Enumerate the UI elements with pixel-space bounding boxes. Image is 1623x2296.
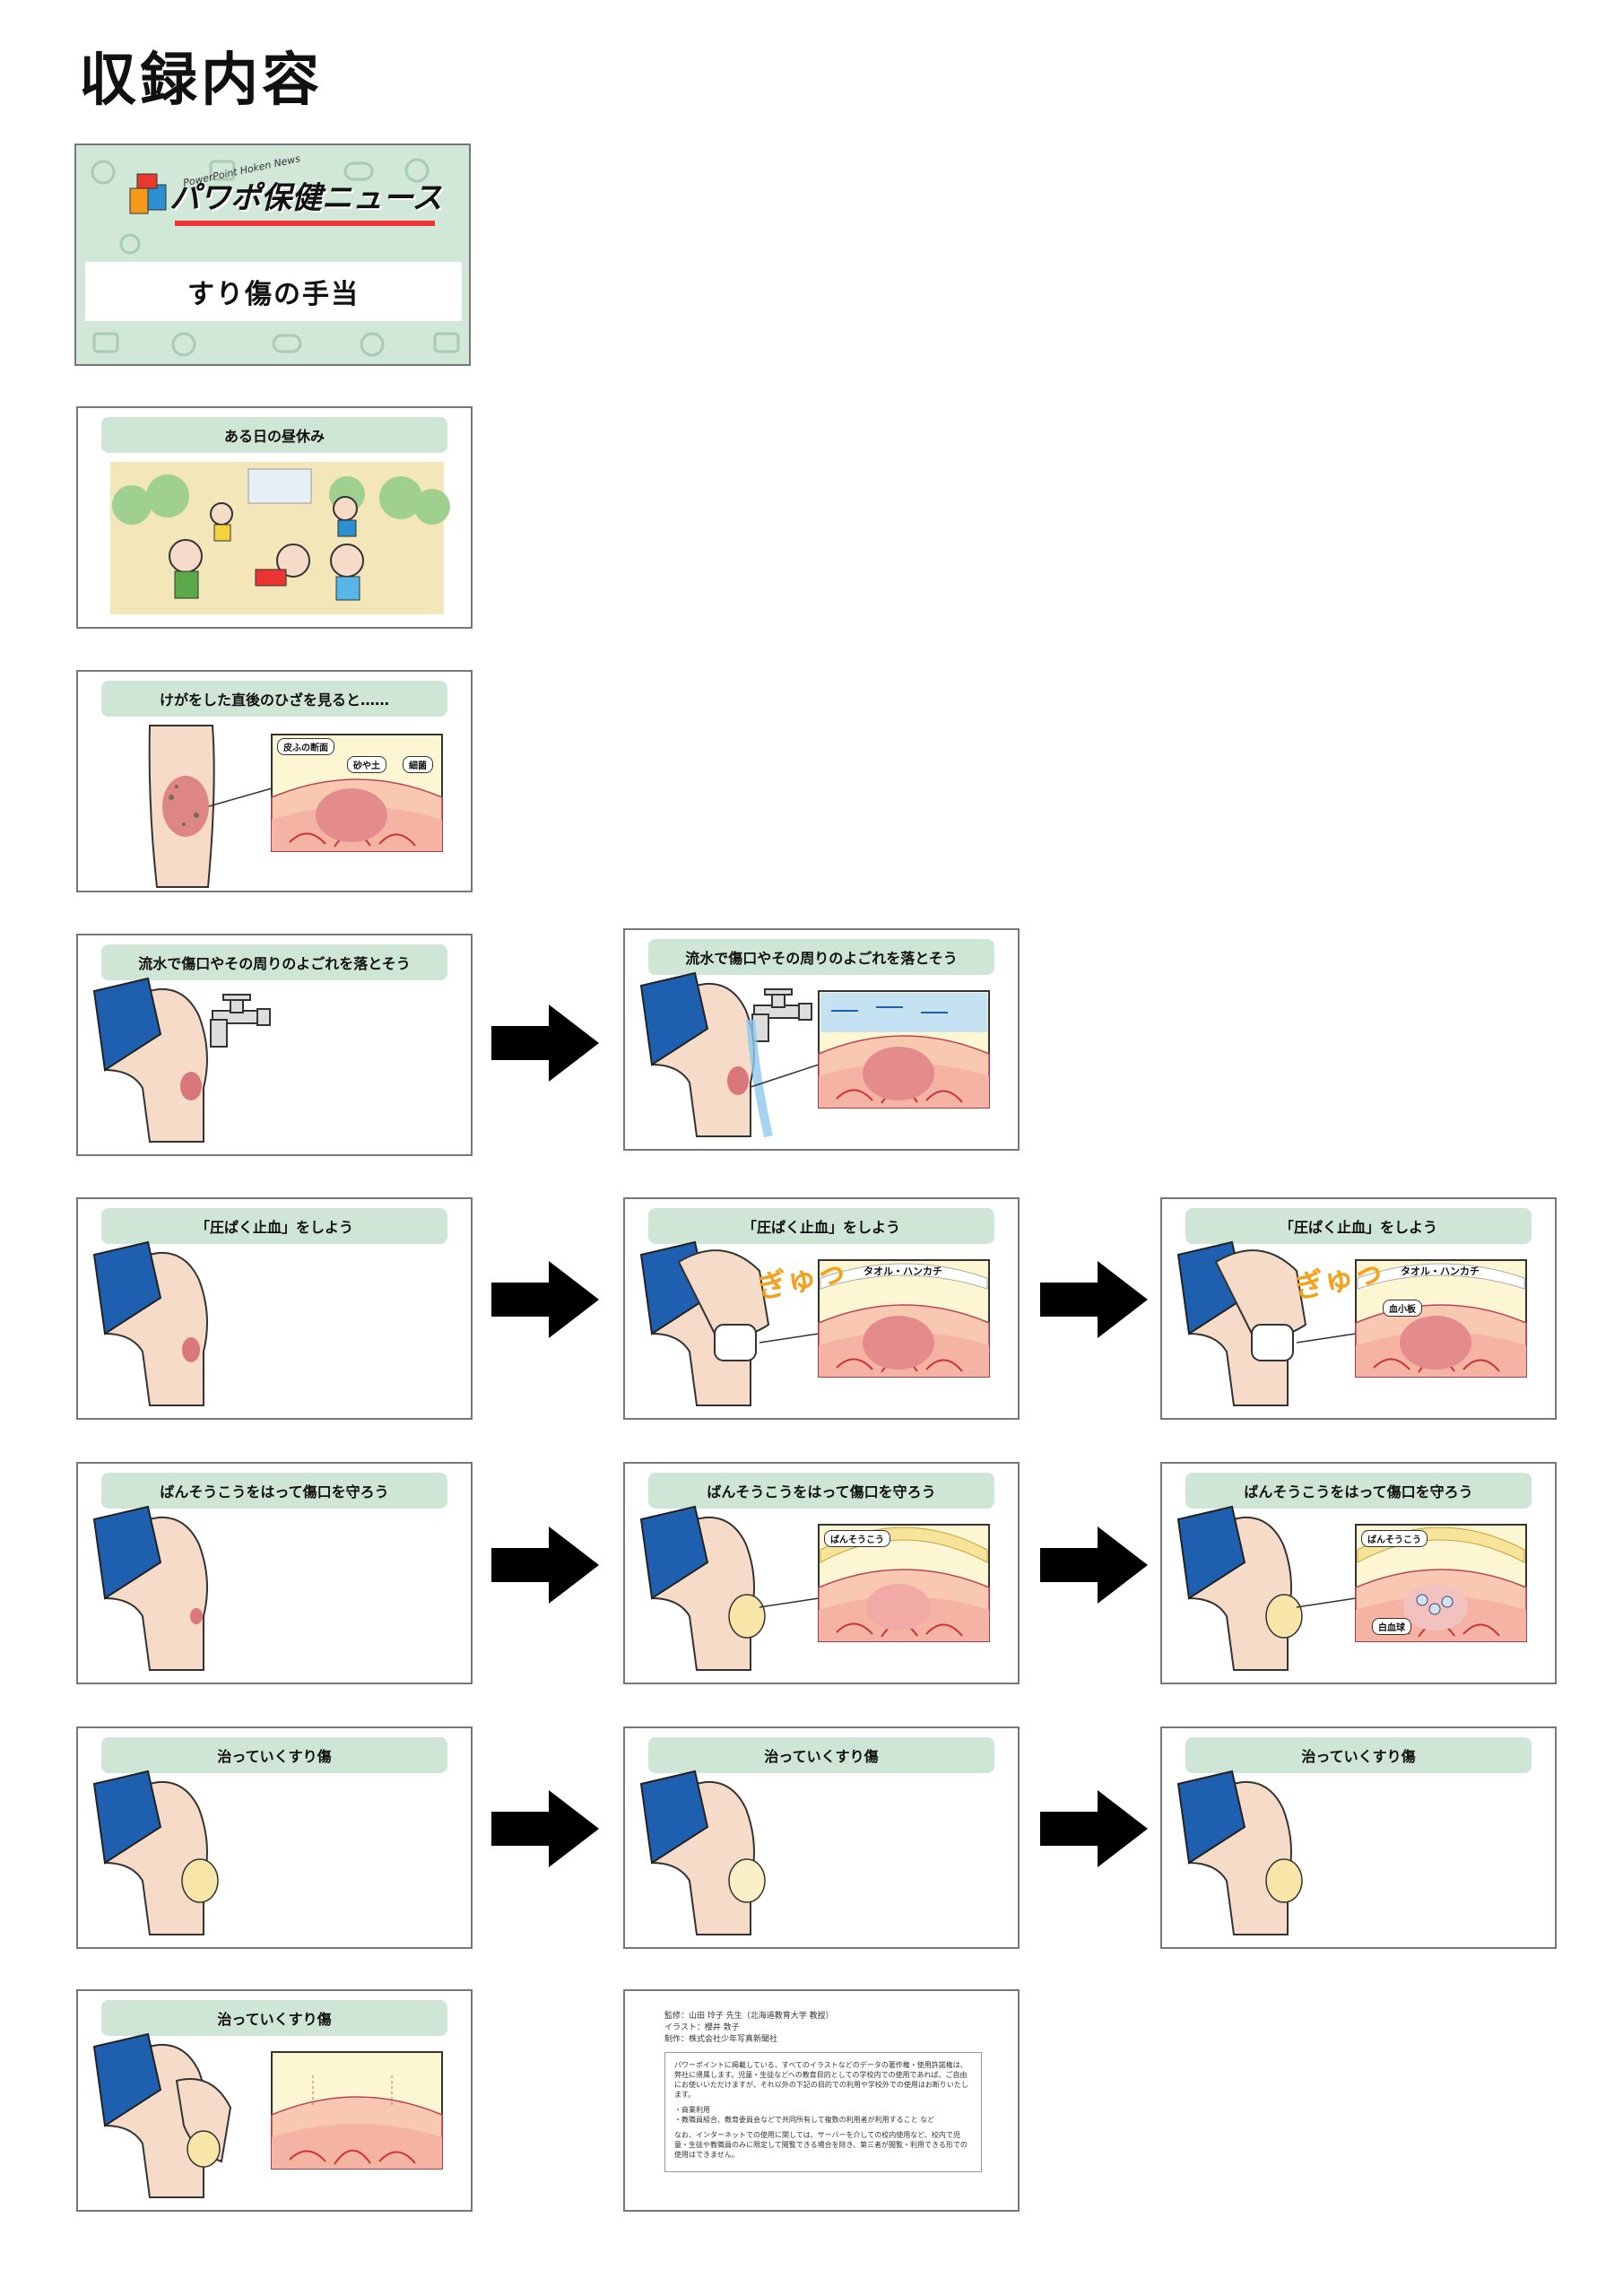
credits-slide[interactable]: 監修：山田 玲子 先生（北海道教育大学 教授） イラスト：櫻井 敦子 制作：株式… [623,1989,1020,2212]
towel-label: タオル・ハンカチ [864,1265,942,1277]
slide-header: ばんそうこうをはって傷口を守ろう [648,1473,994,1509]
knee-illustration [93,1506,208,1671]
credit-illustrator: イラスト：櫻井 敦子 [664,2023,740,2032]
knee-wound-illustration [148,725,443,888]
platelet-label: 血小板 [1383,1300,1422,1317]
slide-header: けがをした直後のひざを見ると…… [101,681,447,717]
copyright-notice: パワーポイントに掲載している、すべてのイラストなどのデータの著作権・使用許諾権は… [664,2052,982,2172]
slide-header: 治っていくすり傷 [648,1737,994,1773]
hn-cube-icon [129,173,167,214]
logo-text: パワポ保健ニュース [169,179,443,216]
knee-faucet-illustration [93,978,271,1143]
wbc-label: 白血球 [1372,1618,1411,1635]
slide-bandage-1[interactable]: ばんそうこうをはって傷口を守ろう [76,1462,473,1684]
slide-healing-3[interactable]: 治っていくすり傷 [1160,1726,1557,1949]
credit-supervisor: 監修：山田 玲子 先生（北海道教育大学 教授） [664,2012,834,2021]
bandage-label: ばんそうこう [824,1530,890,1547]
arrow-right-icon [491,1261,599,1338]
slide-header: 治っていくすり傷 [101,1737,447,1773]
slide-header: ばんそうこうをはって傷口を守ろう [1185,1473,1532,1509]
slide-bandage-2[interactable]: ばんそうこうをはって傷口を守ろう ばんそうこう [623,1462,1020,1684]
slide-header: 流水で傷口やその周りのよごれを落とそう [648,939,994,975]
credits-block: 監修：山田 玲子 先生（北海道教育大学 教授） イラスト：櫻井 敦子 制作：株式… [664,2011,834,2046]
arrow-right-icon [491,1790,599,1867]
slide-pressure-3[interactable]: 「圧ぱく止血」をしよう ぎゅっ タオル・ハンカチ 血小板 [1160,1197,1557,1420]
peeling-bandage-illustration [93,2033,443,2198]
skin-section-label: 皮ふの断面 [277,738,334,755]
slide-header: ばんそうこうをはって傷口を守ろう [101,1473,447,1509]
bandaged-knee-illustration [640,1506,990,1671]
slide-healing-4[interactable]: 治っていくすり傷 [76,1989,473,2212]
page-title: 収録内容 [79,48,323,114]
towel-label: タオル・ハンカチ [1401,1265,1480,1277]
notice-item: ・教職員組合、教育委員会などで共同所有して複数の利用者が利用すること など [674,2116,935,2124]
sand-label: 砂や土 [347,756,386,773]
notice-paragraph: パワーポイントに掲載している、すべてのイラストなどのデータの著作権・使用許諾権は… [674,2061,968,2099]
slide-header: 治っていくすり傷 [101,2000,447,2036]
washing-knee-illustration [640,972,990,1138]
knee-illustration [93,1241,208,1406]
notice-paragraph: なお、インターネットでの使用に関しては、サーバーを介しての校内使用など、校内で児… [674,2131,968,2159]
slide-header: 治っていくすり傷 [1185,1737,1532,1773]
slide-after-injury[interactable]: けがをした直後のひざを見ると…… 皮ふの断面 砂や土 細菌 [76,670,473,892]
arrow-right-icon [1040,1790,1148,1867]
slide-wash-2[interactable]: 流水で傷口やその周りのよごれを落とそう [623,928,1020,1151]
arrow-right-icon [491,1526,599,1604]
arrow-right-icon [491,1004,599,1082]
title-slide[interactable]: パワポ保健ニュース PowerPoint Hoken News すり傷の手当 [74,144,471,366]
logo-underline [175,221,435,226]
slide-header: 「圧ぱく止血」をしよう [101,1208,447,1244]
medical-pattern-background [91,158,460,357]
healing-knee-illustration [640,1770,766,1935]
notice-item: ・商業利用 [674,2106,710,2114]
slide-header: 「圧ぱく止血」をしよう [648,1208,994,1244]
slide-header: ある日の昼休み [101,417,447,453]
slide-header: 流水で傷口やその周りのよごれを落とそう [101,944,447,980]
bandaged-knee-illustration [93,1770,219,1935]
slide-title: すり傷の手当 [85,262,462,321]
slide-lunch-break[interactable]: ある日の昼休み [76,406,473,629]
bandaged-knee-wbc-illustration [1177,1506,1527,1671]
credit-producer: 制作：株式会社少年写真新聞社 [664,2035,778,2044]
slide-healing-1[interactable]: 治っていくすり傷 [76,1726,473,1949]
slide-wash-1[interactable]: 流水で傷口やその周りのよごれを落とそう [76,934,473,1156]
pressing-knee-platelet-illustration [1177,1241,1527,1406]
healing-knee-illustration [1177,1770,1303,1935]
slide-healing-2[interactable]: 治っていくすり傷 [623,1726,1020,1949]
slide-pressure-2[interactable]: 「圧ぱく止血」をしよう ぎゅっ タオル・ハンカチ [623,1197,1020,1420]
slide-pressure-1[interactable]: 「圧ぱく止血」をしよう [76,1197,473,1420]
slide-header: 「圧ぱく止血」をしよう [1185,1208,1532,1244]
slide-bandage-3[interactable]: ばんそうこうをはって傷口を守ろう ばんそうこう 白血球 [1160,1462,1557,1684]
arrow-right-icon [1040,1261,1148,1338]
pressing-knee-illustration [640,1241,990,1406]
playground-illustration [110,462,450,614]
bacteria-label: 細菌 [403,756,433,773]
logo: パワポ保健ニュース PowerPoint Hoken News [128,152,443,217]
bandage-label: ばんそうこう [1361,1530,1428,1547]
arrow-right-icon [1040,1526,1148,1604]
